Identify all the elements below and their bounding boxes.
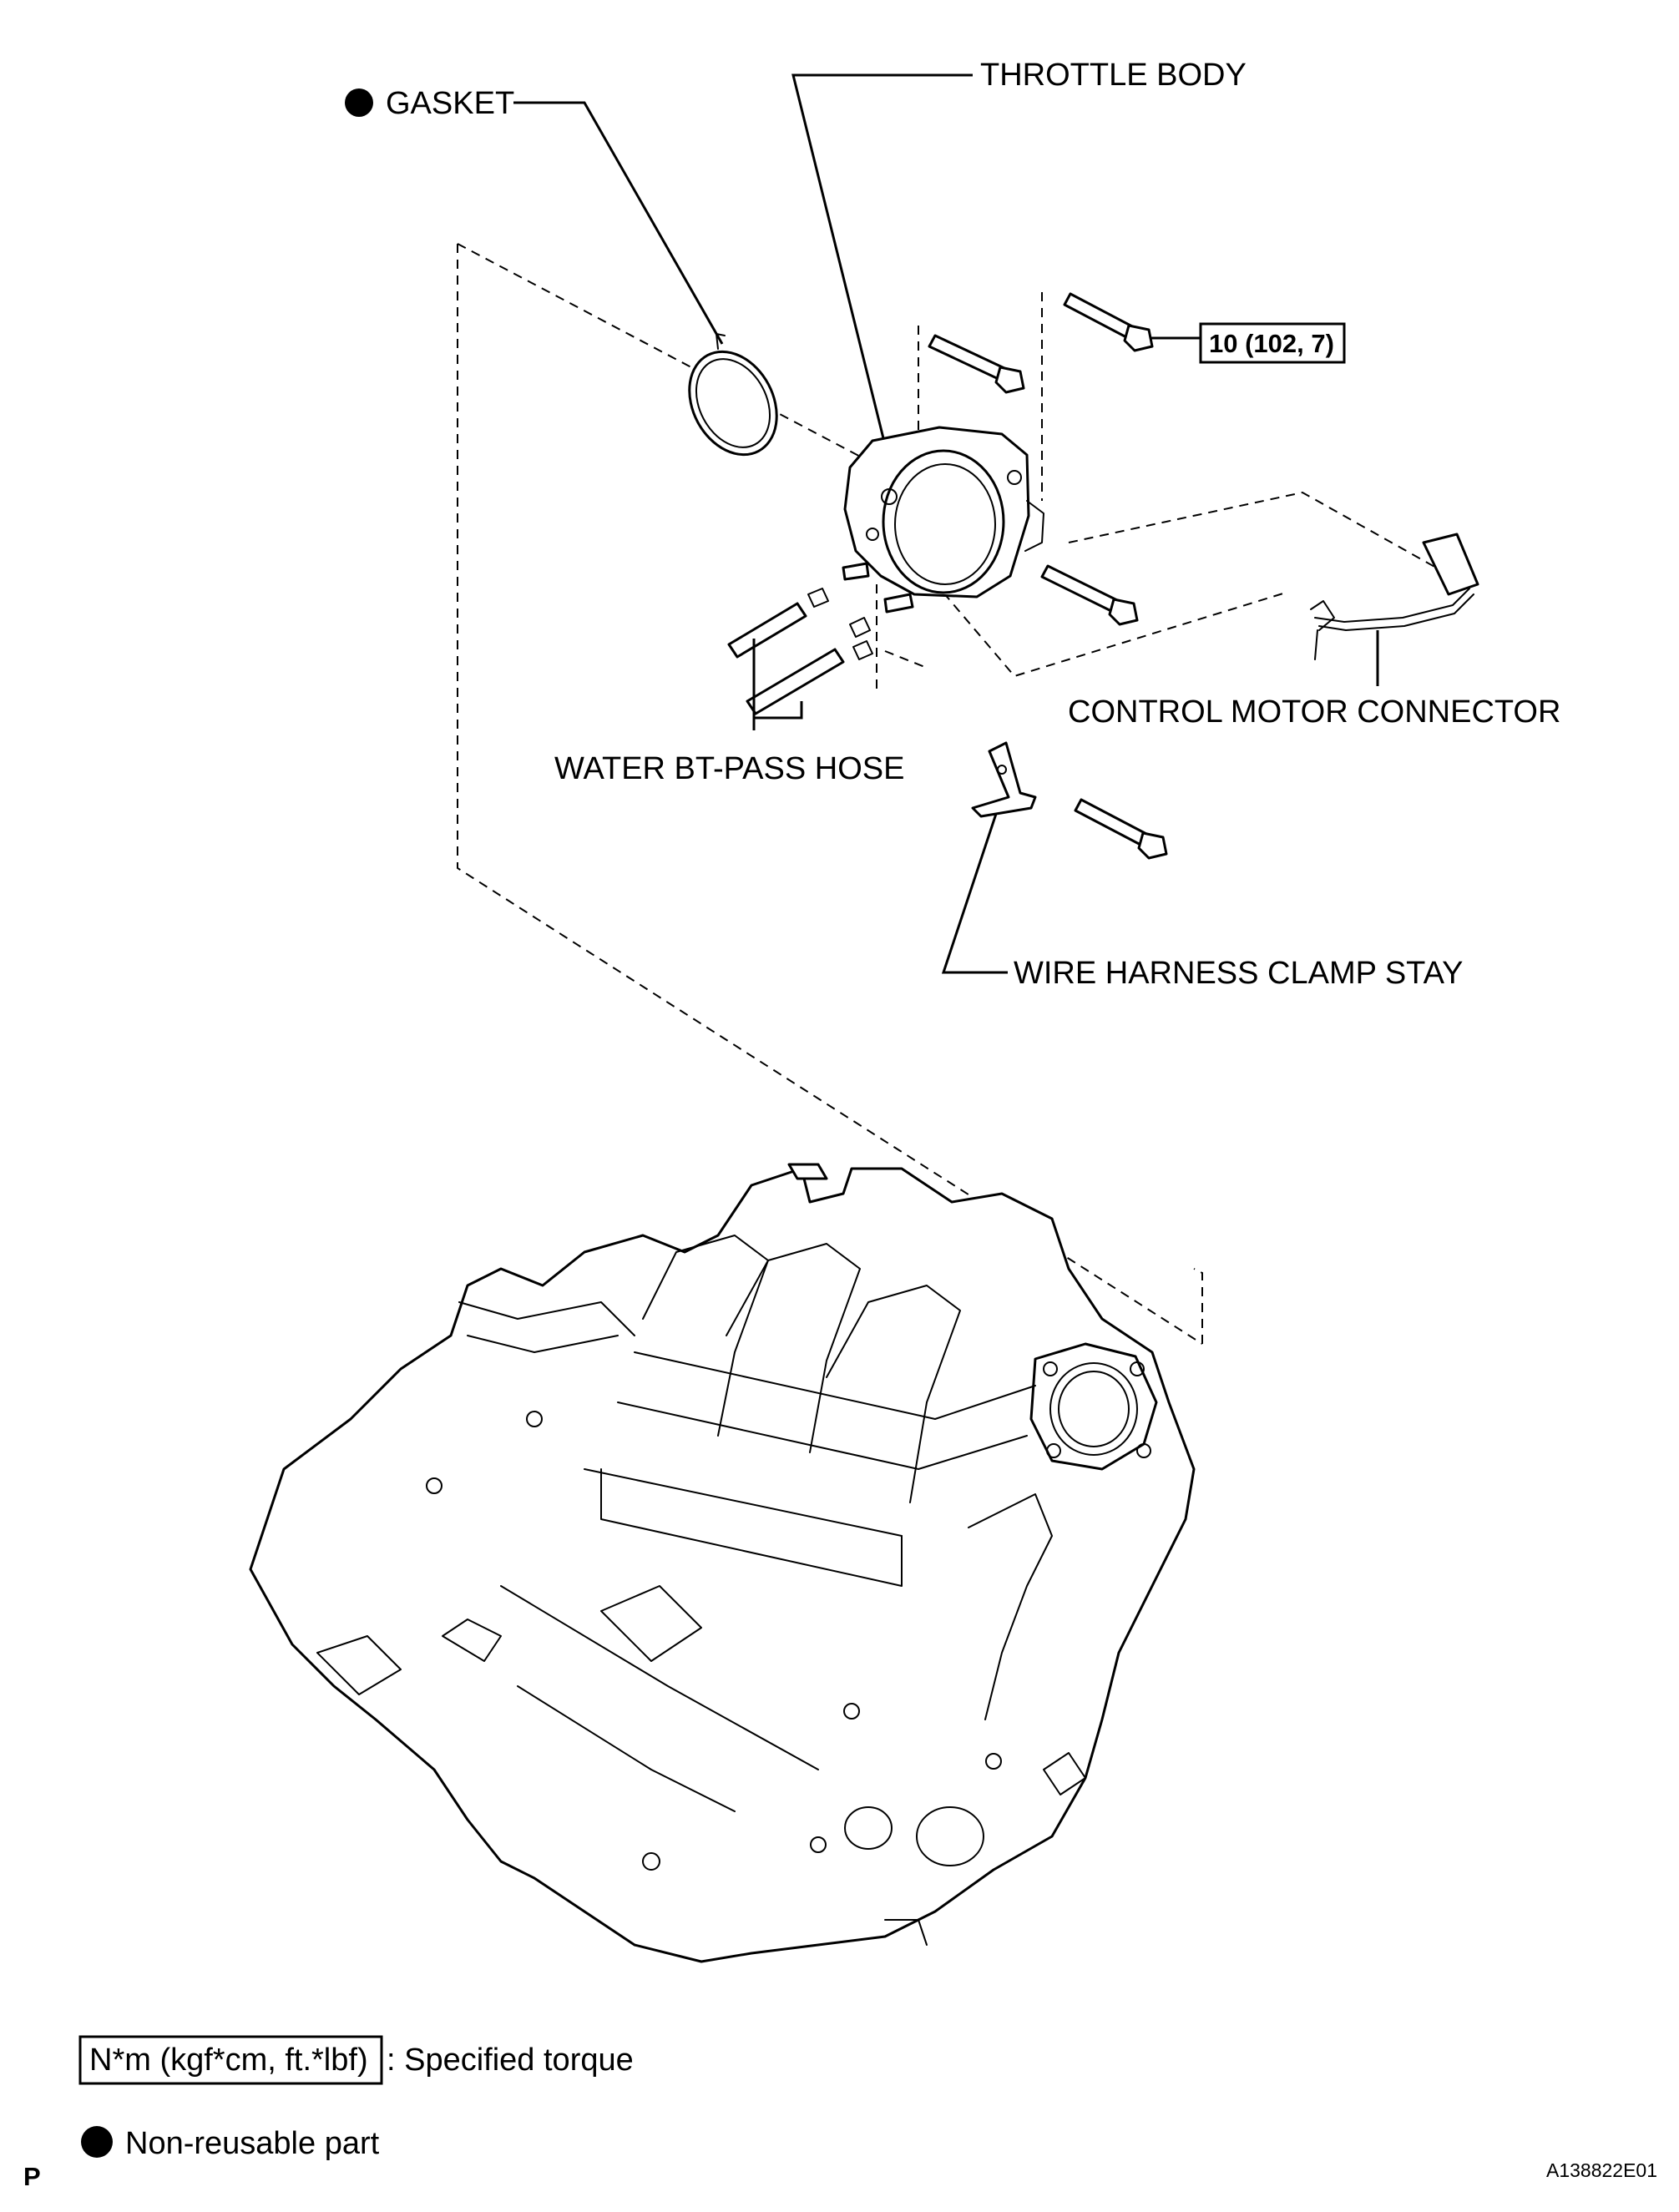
legend-nonreusable-desc: Non-reusable part xyxy=(125,2126,380,2161)
corner-letter: P xyxy=(23,2162,41,2191)
water-bypass-hose-leader xyxy=(752,639,803,720)
gasket-callout: GASKET xyxy=(345,86,514,121)
bolt-middle xyxy=(1040,564,1139,626)
control-motor-connector-part xyxy=(1310,533,1479,660)
legend-torque-desc: : Specified torque xyxy=(387,2043,634,2078)
legend-nonreusable-part: Non-reusable part xyxy=(81,2126,380,2161)
torque-spec-callout: 10 (102, 7) xyxy=(1199,322,1346,364)
water-bypass-hose-part xyxy=(727,588,873,715)
leader-lines xyxy=(513,73,1379,974)
bolt-upper-left xyxy=(928,334,1025,394)
throttle-body-label: THROTTLE BODY xyxy=(980,58,1247,93)
throttle-body-part xyxy=(842,426,1044,614)
gasket-part xyxy=(688,333,778,457)
figure-code: A138822E01 xyxy=(1546,2159,1657,2181)
wire-harness-clamp-stay-leader xyxy=(941,813,1008,974)
bolt-upper-right-torque xyxy=(1063,292,1154,352)
control-motor-connector-label: CONTROL MOTOR CONNECTOR xyxy=(1068,694,1560,730)
engine-intake-manifold xyxy=(249,1163,1196,1963)
gasket-leader xyxy=(513,101,724,345)
legend-torque-units: N*m (kgf*cm, ft.*lbf) xyxy=(89,2043,368,2078)
assembly-dashed-outline xyxy=(457,243,1437,1345)
wire-harness-clamp-stay-label: WIRE HARNESS CLAMP STAY xyxy=(1014,956,1463,991)
gasket-label: GASKET xyxy=(386,86,514,121)
wire-harness-clamp-stay-part xyxy=(971,741,1037,818)
water-bypass-hose-label: WATER BT-PASS HOSE xyxy=(554,751,904,786)
torque-spec-label: 10 (102, 7) xyxy=(1209,329,1334,358)
bolt-lower xyxy=(1074,798,1168,860)
throttle-body-leader xyxy=(791,73,973,439)
nonreusable-mark-icon xyxy=(345,88,373,117)
nonreusable-legend-icon xyxy=(81,2126,113,2158)
legend-specified-torque: N*m (kgf*cm, ft.*lbf) : Specified torque xyxy=(78,2035,634,2085)
